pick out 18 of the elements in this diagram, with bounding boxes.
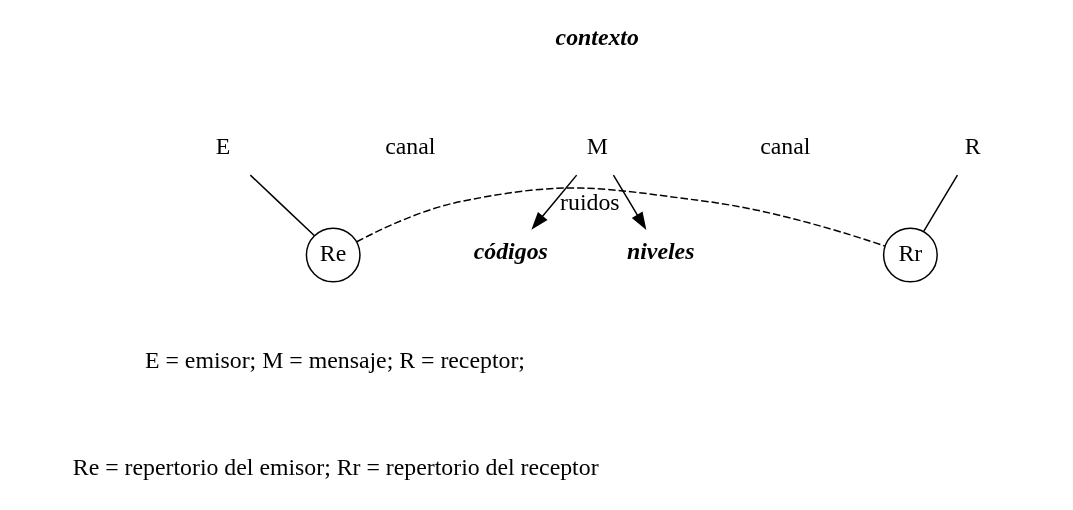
arrow — [530, 174, 577, 230]
node-circle: Re — [305, 227, 361, 283]
node-text: E — [215, 132, 230, 159]
node-text: M — [586, 132, 608, 159]
label: canal — [384, 132, 435, 159]
arrow — [612, 174, 646, 230]
label: canal — [759, 132, 810, 159]
edge-label: ruidos — [559, 189, 620, 216]
connector — [249, 174, 315, 237]
node-text: códigos — [473, 238, 548, 265]
node-text: R — [964, 132, 981, 159]
label: contexto — [555, 23, 639, 50]
label: Re = repertorio del emisor; Rr = repertorio del receptor — [72, 453, 599, 480]
node-text: niveles — [626, 238, 694, 265]
label: E = emisor; M = mensaje; R = receptor; — [144, 346, 525, 373]
connector — [922, 174, 958, 233]
connector — [355, 187, 886, 247]
node-circle: Rr — [882, 227, 938, 283]
